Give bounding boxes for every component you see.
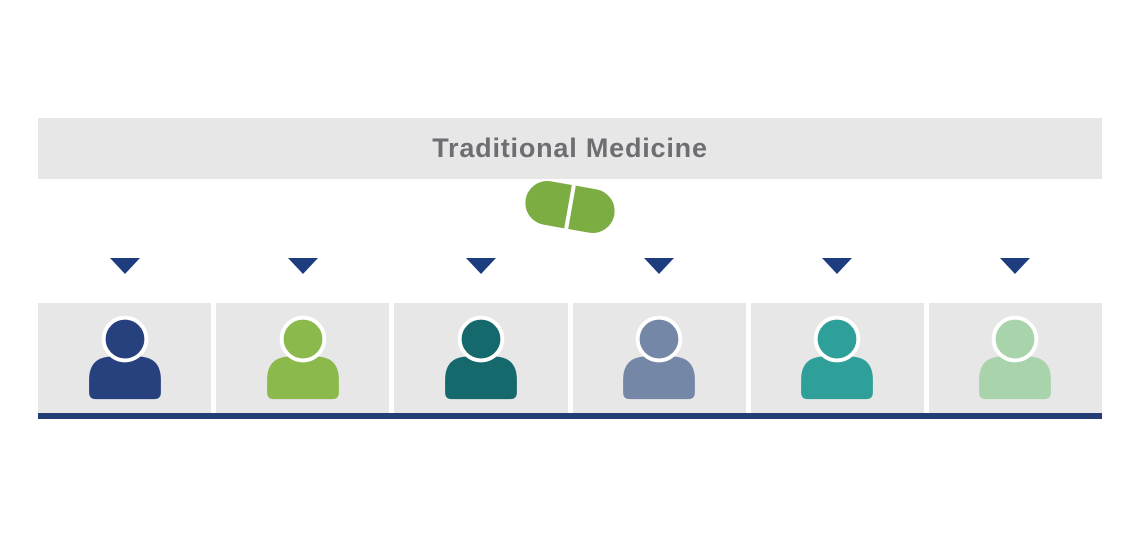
person-head (635, 315, 683, 363)
people-row (38, 303, 1103, 413)
person-head (457, 315, 505, 363)
arrow-row (38, 258, 1102, 275)
arrow-down-icon (465, 258, 496, 274)
person-head (279, 315, 327, 363)
person-box-patient-1 (38, 303, 212, 413)
person-body (801, 356, 874, 400)
person-box-patient-6 (928, 303, 1103, 413)
person-icon (266, 315, 339, 400)
person-body (623, 356, 695, 400)
person-box-patient-5 (750, 303, 924, 413)
person-box-patient-4 (572, 303, 746, 413)
person-head (813, 315, 861, 363)
arrow-down-icon (822, 258, 853, 274)
person-head (992, 315, 1039, 363)
person-icon (88, 315, 161, 400)
person-body (979, 356, 1052, 400)
pill-right-half (568, 185, 615, 233)
person-icon (623, 315, 695, 400)
pill-left-half (525, 181, 572, 229)
person-body (266, 356, 339, 400)
person-icon (445, 315, 517, 400)
pill-icon (521, 176, 620, 237)
arrow-cell (216, 258, 389, 275)
person-body (88, 356, 161, 400)
arrow-down-icon (1000, 258, 1031, 274)
person-body (445, 356, 517, 400)
person-head (101, 315, 148, 363)
arrow-cell (394, 258, 567, 275)
arrow-cell (929, 258, 1102, 275)
arrow-down-icon (109, 258, 140, 274)
arrow-cell (573, 258, 746, 275)
person-box-patient-2 (216, 303, 390, 413)
person-box-patient-3 (394, 303, 568, 413)
page-title: Traditional Medicine (432, 133, 708, 163)
arrow-down-icon (644, 258, 675, 274)
header-bar: Traditional Medicine (38, 118, 1102, 179)
arrow-down-icon (287, 258, 318, 274)
arrow-cell (751, 258, 924, 275)
arrow-cell (38, 258, 211, 275)
baseline-rule (38, 413, 1102, 419)
person-icon (801, 315, 874, 400)
person-icon (979, 315, 1052, 400)
